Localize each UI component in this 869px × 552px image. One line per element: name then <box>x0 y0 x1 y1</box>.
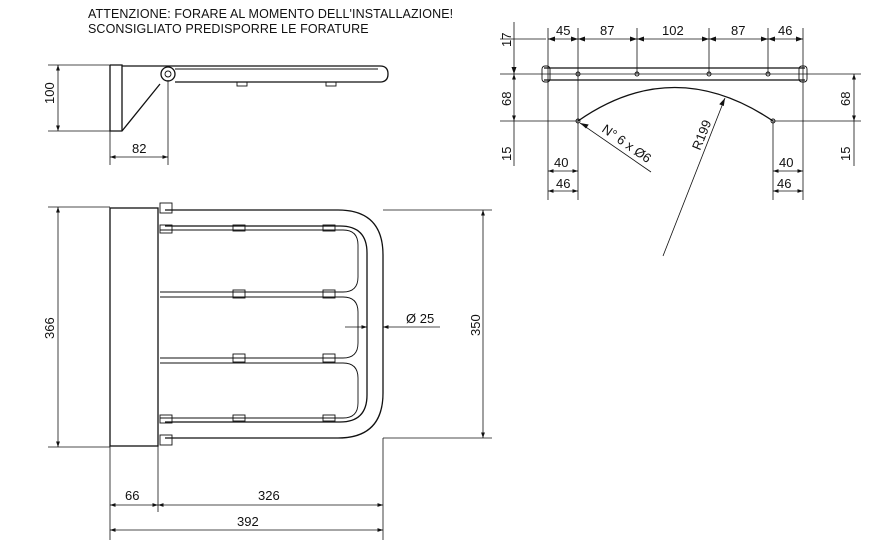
dim-depth-82: 82 <box>132 141 146 156</box>
dim-top-offset-17: 17 <box>499 33 514 47</box>
dim-tube-diameter: Ø 25 <box>406 311 434 326</box>
dim-top-102: 102 <box>662 23 684 38</box>
dim-left-outer-46: 46 <box>556 176 570 191</box>
side-view: 100 82 <box>42 64 389 165</box>
dim-right-outer-46: 46 <box>777 176 791 191</box>
dim-seat-depth-326: 326 <box>258 488 280 503</box>
dim-seat-width-350: 350 <box>468 314 483 336</box>
dim-top-87-right: 87 <box>731 23 745 38</box>
top-view: 366 350 Ø 25 66 326 392 <box>42 202 492 540</box>
dim-wall-offset-66: 66 <box>125 488 139 503</box>
dim-left-bottom-15: 15 <box>499 147 514 161</box>
dim-top-46: 46 <box>778 23 792 38</box>
holes-callout: N° 6 x Ø6 <box>599 121 654 166</box>
dim-top-87-left: 87 <box>600 23 614 38</box>
dim-top-45: 45 <box>556 23 570 38</box>
dim-left-height-68: 68 <box>499 92 514 106</box>
dim-left-inner-40: 40 <box>554 155 568 170</box>
hole-template: 45 87 102 87 46 17 68 15 68 15 40 46 40 … <box>499 22 861 257</box>
dim-height-100: 100 <box>42 82 57 104</box>
dim-overall-width-366: 366 <box>42 317 57 339</box>
dim-overall-depth-392: 392 <box>237 514 259 529</box>
dim-right-height-68: 68 <box>838 92 853 106</box>
warning-note-line-2: SCONSIGLIATO PREDISPORRE LE FORATURE <box>88 22 369 36</box>
dim-right-inner-40: 40 <box>779 155 793 170</box>
dim-right-bottom-15: 15 <box>838 147 853 161</box>
warning-note-line-1: ATTENZIONE: FORARE AL MOMENTO DELL'INSTA… <box>88 7 454 21</box>
